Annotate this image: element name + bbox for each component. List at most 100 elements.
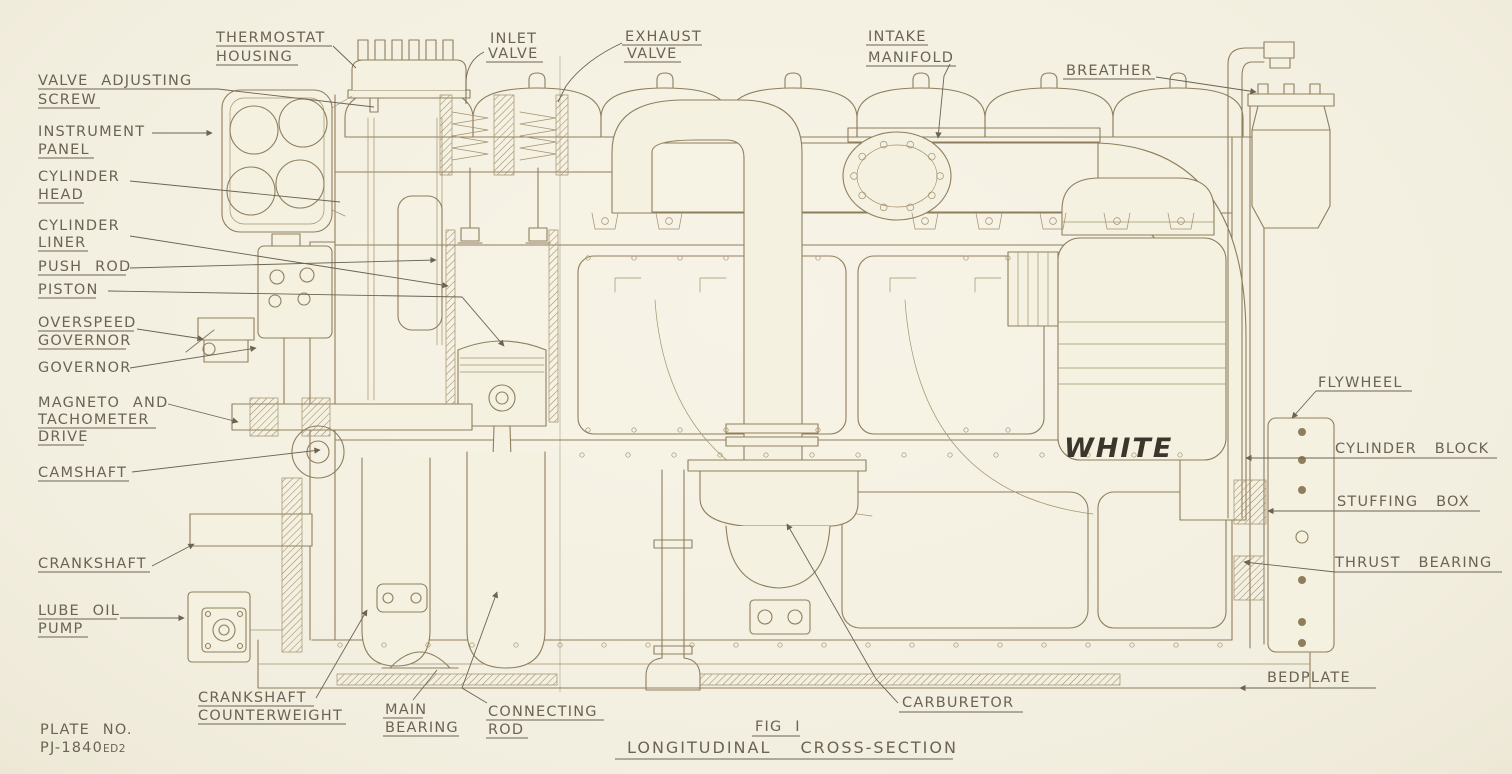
leader-main-bearing [412, 669, 438, 701]
brand-logo: WHITE [1064, 433, 1173, 464]
magneto-drive-drawing [231, 397, 473, 479]
callout-piston: PISTON [38, 282, 505, 347]
leader-crankshaft [151, 543, 195, 567]
svg-text:HEAD: HEAD [38, 187, 84, 203]
label-cylinder-liner: CYLINDER [38, 218, 120, 234]
label-piston: PISTON [38, 282, 99, 298]
label-crankshaft: CRANKSHAFT [38, 556, 147, 572]
label-overspeed-governor: OVERSPEED [38, 315, 137, 331]
callout-breather: BREATHER [1063, 63, 1257, 95]
stuffing-box-drawing [1233, 479, 1267, 525]
callout-thrust-bearing: THRUST BEARING [1243, 555, 1502, 573]
leader-piston [107, 290, 505, 347]
callout-crankshaft: CRANKSHAFT [38, 543, 195, 573]
plate-no-label: PLATE NO. [40, 722, 133, 738]
callout-inlet-valve: INLET VALVE [465, 31, 543, 104]
leader-intake-manifold [935, 63, 951, 139]
leader-breather [1155, 76, 1257, 95]
label-connecting-rod: CONNECTING [488, 704, 598, 720]
label-breather: BREATHER [1066, 63, 1153, 79]
label-stuffing-box: STUFFING BOX [1337, 494, 1470, 510]
callout-connecting-rod: CONNECTING ROD [461, 591, 604, 739]
bolt-dot-rows [337, 255, 1223, 648]
svg-text:ROD: ROD [488, 722, 524, 738]
callout-flywheel: FLYWHEEL [1291, 375, 1412, 419]
figure-number: FIG I [755, 719, 801, 735]
svg-text:DRIVE: DRIVE [38, 429, 89, 445]
leader-connecting-rod [461, 591, 499, 704]
callout-instrument-panel: INSTRUMENT PANEL [38, 124, 213, 159]
label-bedplate: BEDPLATE [1267, 670, 1351, 686]
callout-exhaust-valve: EXHAUST VALVE [557, 29, 702, 103]
label-exhaust-valve: EXHAUST [625, 29, 702, 45]
cutaway-valve-gear [367, 94, 569, 401]
thermostat-housing-drawing [347, 39, 471, 99]
callouts: THERMOSTAT HOUSING VALVE ADJUSTING SCREW… [37, 29, 1502, 739]
label-instrument-panel: INSTRUMENT [38, 124, 145, 140]
callout-stuffing-box: STUFFING BOX [1267, 494, 1480, 515]
svg-text:HOUSING: HOUSING [216, 49, 293, 65]
lube-oil-pump-drawing [187, 591, 283, 663]
svg-text:SCREW: SCREW [38, 92, 97, 108]
plate-no-value: PJ-1840ED2 [40, 740, 126, 756]
leader-inlet-valve [465, 51, 485, 104]
crankshaft-drawing [189, 451, 546, 669]
callout-camshaft: CAMSHAFT [38, 447, 321, 482]
title-block: FIG I LONGITUDINAL CROSS-SECTION PLATE N… [40, 719, 956, 760]
callout-thermostat-housing: THERMOSTAT HOUSING [215, 30, 357, 69]
label-main-bearing: MAIN [385, 702, 427, 718]
callout-magneto-tachometer-drive: MAGNETO AND TACHOMETER DRIVE [37, 395, 239, 446]
callout-valve-adjusting-screw: VALVE ADJUSTING SCREW [38, 73, 375, 109]
engine-drawing [185, 39, 1335, 693]
leader-magneto-tachometer-drive [167, 403, 239, 424]
callout-cylinder-block: CYLINDER BLOCK [1245, 441, 1497, 462]
leader-overspeed-governor [136, 328, 204, 342]
heat-exchanger-canister [1007, 177, 1227, 461]
leader-camshaft [131, 447, 321, 473]
label-camshaft: CAMSHAFT [38, 465, 127, 481]
leader-governor [129, 345, 257, 369]
callout-intake-manifold: INTAKE MANIFOLD [866, 29, 956, 139]
head-bracket-row [591, 212, 1195, 230]
label-carburetor: CARBURETOR [902, 695, 1014, 711]
callout-bedplate: BEDPLATE [1239, 670, 1376, 692]
label-lube-oil-pump: LUBE OIL [38, 603, 120, 619]
leader-flywheel [1291, 390, 1317, 419]
leader-exhaust-valve [557, 42, 623, 103]
callout-lube-oil-pump: LUBE OIL PUMP [38, 603, 185, 638]
svg-text:PANEL: PANEL [38, 142, 90, 158]
leader-push-rod [129, 256, 437, 269]
leader-valve-adjusting-screw [38, 88, 375, 108]
callout-overspeed-governor: OVERSPEED GOVERNOR [38, 315, 204, 350]
svg-text:COUNTERWEIGHT: COUNTERWEIGHT [198, 708, 343, 724]
label-magneto-tachometer-drive: MAGNETO AND [38, 395, 168, 411]
svg-text:LINER: LINER [38, 235, 86, 251]
svg-text:GOVERNOR: GOVERNOR [38, 333, 132, 349]
leader-crankshaft-counterweight [315, 609, 368, 699]
bedplate-drawing [257, 639, 1311, 689]
carburetor-drawing [645, 459, 867, 691]
label-cylinder-head: CYLINDER [38, 169, 120, 185]
flywheel-drawing [1267, 417, 1335, 653]
svg-text:PUMP: PUMP [38, 621, 83, 637]
label-thermostat-housing: THERMOSTAT [215, 30, 326, 46]
label-valve-adjusting-screw: VALVE ADJUSTING [38, 73, 192, 89]
svg-text:BEARING: BEARING [385, 720, 459, 736]
leader-thermostat-housing [332, 45, 357, 69]
overspeed-governor-drawing [185, 317, 255, 363]
svg-text:TACHOMETER: TACHOMETER [37, 412, 150, 428]
exhaust-riser-pipe [611, 99, 819, 471]
label-intake-manifold: INTAKE [868, 29, 927, 45]
leader-cylinder-head [129, 180, 341, 203]
label-flywheel: FLYWHEEL [1318, 375, 1403, 391]
governor-drawing [257, 233, 333, 405]
leader-cylinder-liner [129, 235, 449, 289]
breather-drawing [1227, 41, 1335, 519]
label-push-rod: PUSH ROD [38, 259, 131, 275]
leader-carburetor [786, 523, 899, 704]
callout-cylinder-liner: CYLINDER LINER [38, 218, 449, 289]
intake-manifold-drawing [617, 127, 1101, 221]
label-thrust-bearing: THRUST BEARING [1334, 555, 1492, 571]
callout-main-bearing: MAIN BEARING [383, 669, 459, 737]
